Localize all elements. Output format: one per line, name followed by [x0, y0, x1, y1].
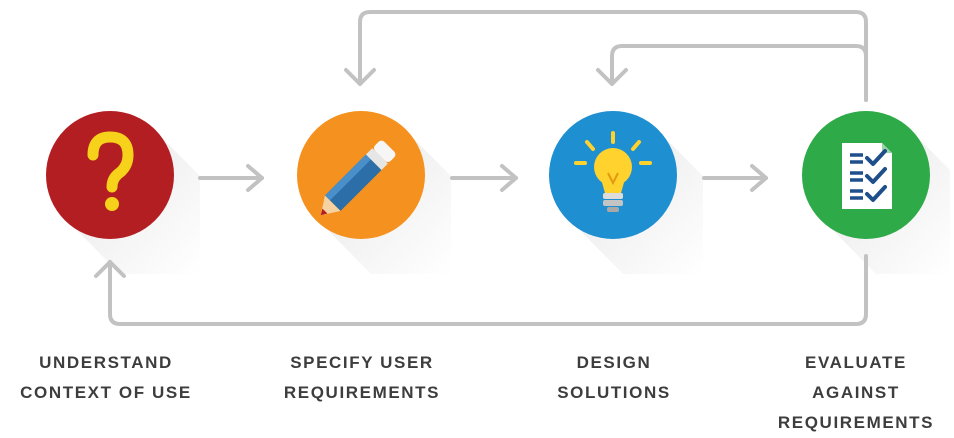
step-label-understand: UNDERSTAND CONTEXT OF USE: [0, 348, 212, 408]
step-specify: [297, 111, 425, 239]
step-understand: [46, 111, 174, 239]
label-line: EVALUATE: [805, 353, 907, 372]
label-line: SOLUTIONS: [557, 383, 671, 402]
label-line: SPECIFY USER: [290, 353, 434, 372]
light-bulb-icon: [574, 131, 652, 212]
label-line: CONTEXT OF USE: [20, 383, 192, 402]
step-label-specify: SPECIFY USER REQUIREMENTS: [256, 348, 468, 408]
arrow-understand-to-specify: [198, 164, 264, 192]
label-line: REQUIREMENTS: [283, 383, 441, 402]
feedback-arrow-to-understand: [94, 254, 868, 326]
label-line: AGAINST: [812, 383, 900, 402]
label-line: REQUIREMENTS: [777, 413, 935, 432]
feedback-arrow-to-specify: [344, 10, 868, 102]
question-mark-icon: [87, 131, 134, 211]
step-design: [549, 111, 677, 239]
step-label-evaluate: EVALUATE AGAINST REQUIREMENTS: [758, 348, 954, 438]
arrow-design-to-evaluate: [702, 164, 768, 192]
step-label-design: DESIGN SOLUTIONS: [508, 348, 720, 408]
label-line: DESIGN: [576, 353, 652, 372]
arrow-specify-to-design: [450, 164, 518, 192]
step-evaluate: [802, 111, 930, 239]
label-line: UNDERSTAND: [39, 353, 173, 372]
checklist-icon: [842, 143, 892, 209]
pencil-icon: [320, 140, 396, 216]
feedback-arrow-to-design: [596, 44, 868, 102]
